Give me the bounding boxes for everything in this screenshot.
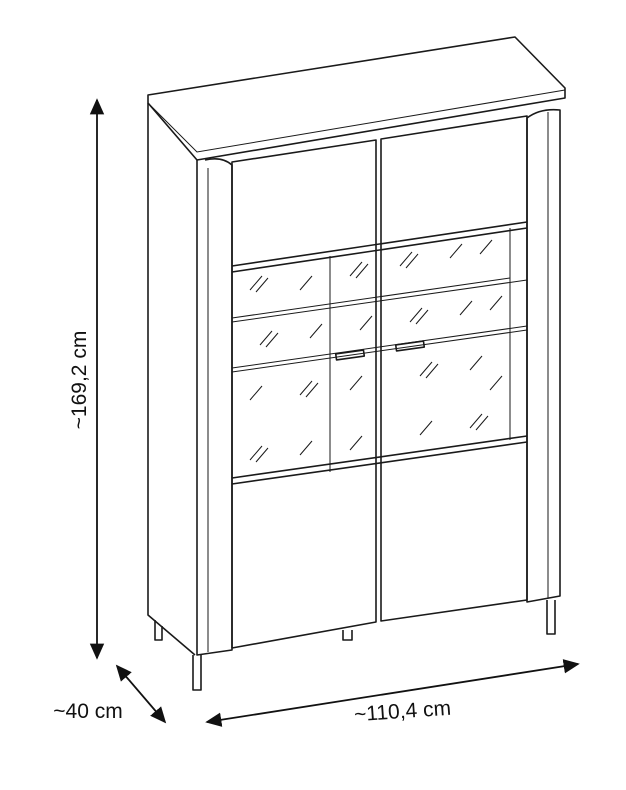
leg-middle <box>342 630 353 641</box>
left-door-handle <box>334 349 366 361</box>
width-dimension-line <box>205 659 580 727</box>
glass-bottom-rail <box>231 435 528 485</box>
glass-reflections <box>249 239 503 463</box>
glass-shelves <box>231 277 528 373</box>
width-label: ~110,4 cm <box>353 697 451 727</box>
cabinet-drawing <box>147 36 566 691</box>
height-label: ~169,2 cm <box>68 331 91 430</box>
leg-front-left <box>192 655 202 691</box>
cabinet-side <box>147 103 196 656</box>
depth-dimension-line <box>115 664 167 724</box>
leg-front-right <box>546 600 556 635</box>
glass-top-rail <box>231 221 528 273</box>
glass-frame-verticals <box>329 228 511 472</box>
left-door <box>231 139 377 649</box>
cabinet-top-edge <box>147 89 566 153</box>
right-door-handle <box>394 340 426 352</box>
depth-label: ~40 cm <box>53 700 122 723</box>
right-door <box>380 115 528 622</box>
cabinet-top <box>147 36 566 161</box>
left-pillar <box>196 158 233 656</box>
right-pillar <box>526 108 561 603</box>
leg-back-left <box>154 620 163 641</box>
